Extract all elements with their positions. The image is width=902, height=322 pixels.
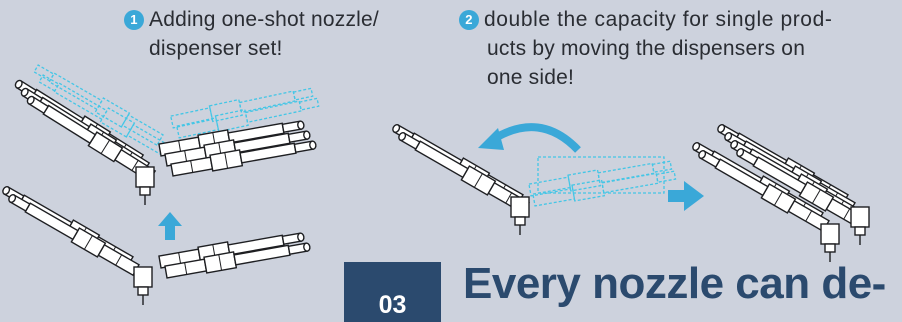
step-1-line-2: dispenser set! <box>124 34 414 63</box>
dispenser-set-center <box>390 120 677 235</box>
step-2-number-badge: 2 <box>459 10 479 30</box>
dispenser-set-bottom-left <box>0 182 311 305</box>
rotate-arrow-icon <box>478 127 578 150</box>
section-headline: Every nozzle can de- <box>463 256 886 312</box>
up-arrow-icon <box>158 212 182 240</box>
step-2-line-1: double the capacity for single prod- <box>484 8 832 31</box>
section-number-badge: 03 <box>344 262 441 322</box>
dispenser-set-right <box>690 120 869 262</box>
step-2-line-2: ucts by moving the dispensers on <box>459 34 899 63</box>
dispenser-set-top-left <box>12 62 320 205</box>
right-arrow-icon <box>668 181 704 211</box>
step-1-number-badge: 1 <box>124 10 144 30</box>
step-2-line-3: one side! <box>459 63 899 92</box>
step-1-line-1: Adding one-shot nozzle/ <box>149 8 379 31</box>
